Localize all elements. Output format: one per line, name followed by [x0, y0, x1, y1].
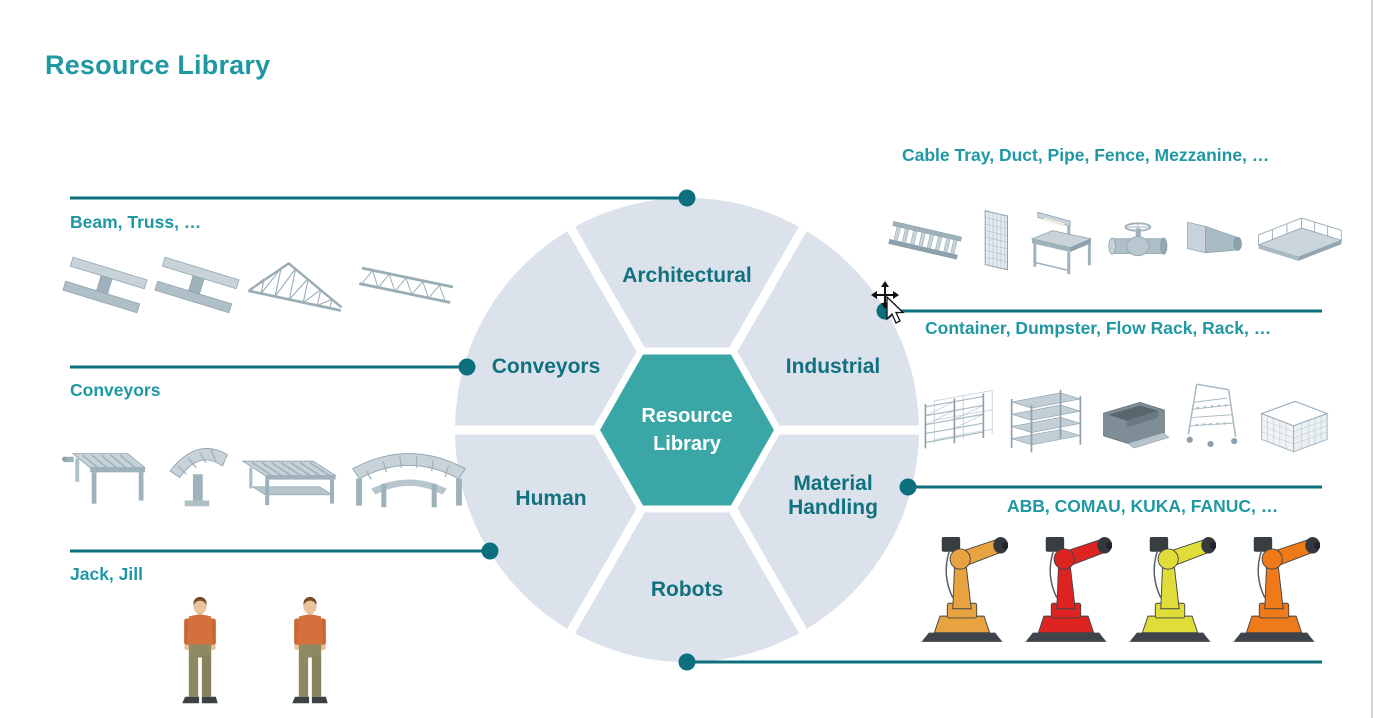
fence-icon: [972, 195, 1018, 287]
triangular-truss-icon: [246, 250, 350, 320]
connector-lines: [70, 196, 1322, 664]
move-cursor-icon: [871, 281, 905, 324]
roller-conveyor-icon: [62, 432, 156, 512]
wide-curve-conveyor-icon: [346, 432, 472, 512]
connector-dot-material-handling: [899, 478, 917, 496]
connector-dot-architectural: [678, 189, 696, 207]
segment-label-robots: Robots: [650, 578, 724, 601]
callout-icons-industrial-equipment: [886, 194, 1346, 288]
rack-icon: [918, 372, 996, 458]
callout-label-jack-jill: Jack, Jill: [70, 564, 143, 584]
window-edge: [1371, 0, 1373, 718]
human-jack-icon: [172, 592, 228, 710]
callout-icons-robots: [916, 518, 1320, 648]
cable-tray-icon: [886, 215, 964, 267]
segment-label-human: Human: [515, 487, 587, 510]
belt-conveyor-icon: [238, 440, 342, 512]
human-jill-icon: [282, 592, 338, 710]
robot-fanuc-icon: [1124, 518, 1216, 648]
hexagon-label: Resource Library: [641, 405, 733, 455]
pipe-valve-icon: [1104, 214, 1174, 268]
workbench-icon: [1026, 199, 1096, 283]
segment-label-conveyors: Conveyors: [491, 355, 601, 378]
callout-icons-conveyors: [62, 430, 472, 512]
segment-robots: [571, 430, 803, 663]
flow-rack-icon: [1180, 366, 1246, 458]
center-hexagon: [591, 347, 783, 513]
callout-label-beam-truss: Beam, Truss, …: [70, 212, 202, 232]
callout-icons-humans: [172, 592, 338, 710]
robot-comau-icon: [1020, 518, 1112, 648]
callout-label-robot-brands: ABB, COMAU, KUKA, FANUC, …: [1007, 496, 1279, 516]
segment-label-architectural: Architectural: [622, 264, 752, 287]
page-title: Resource Library: [45, 50, 271, 80]
dumpster-icon: [1096, 394, 1172, 458]
wire-container-icon: [1254, 392, 1334, 458]
callout-icons-material-handling: [918, 362, 1334, 458]
connector-dots: [458, 189, 917, 671]
connector-dot-conveyors: [458, 358, 476, 376]
callout-label-container: Container, Dumpster, Flow Rack, Rack, …: [925, 318, 1272, 338]
callout-label-cable-tray: Cable Tray, Duct, Pipe, Fence, Mezzanine…: [902, 145, 1270, 165]
callout-label-conveyors: Conveyors: [70, 380, 161, 400]
connector-dot-robots: [678, 653, 696, 671]
mezzanine-icon: [1254, 216, 1346, 266]
shelf-rack-icon: [1004, 372, 1088, 458]
curve-conveyor-icon: [160, 430, 234, 512]
robot-abb-icon: [916, 518, 1008, 648]
segment-architectural: [571, 197, 803, 430]
i-beam-icon: [62, 250, 148, 320]
duct-icon: [1182, 215, 1246, 267]
callout-icons-beam-truss: [62, 250, 456, 320]
segment-label-industrial: Industrial: [785, 355, 881, 378]
connector-dot-human: [481, 542, 499, 560]
robot-kuka-icon: [1228, 518, 1320, 648]
segment-label-material-handling: Material Handling: [788, 472, 878, 520]
flat-truss-icon: [356, 258, 456, 314]
i-beam-icon: [154, 250, 240, 320]
